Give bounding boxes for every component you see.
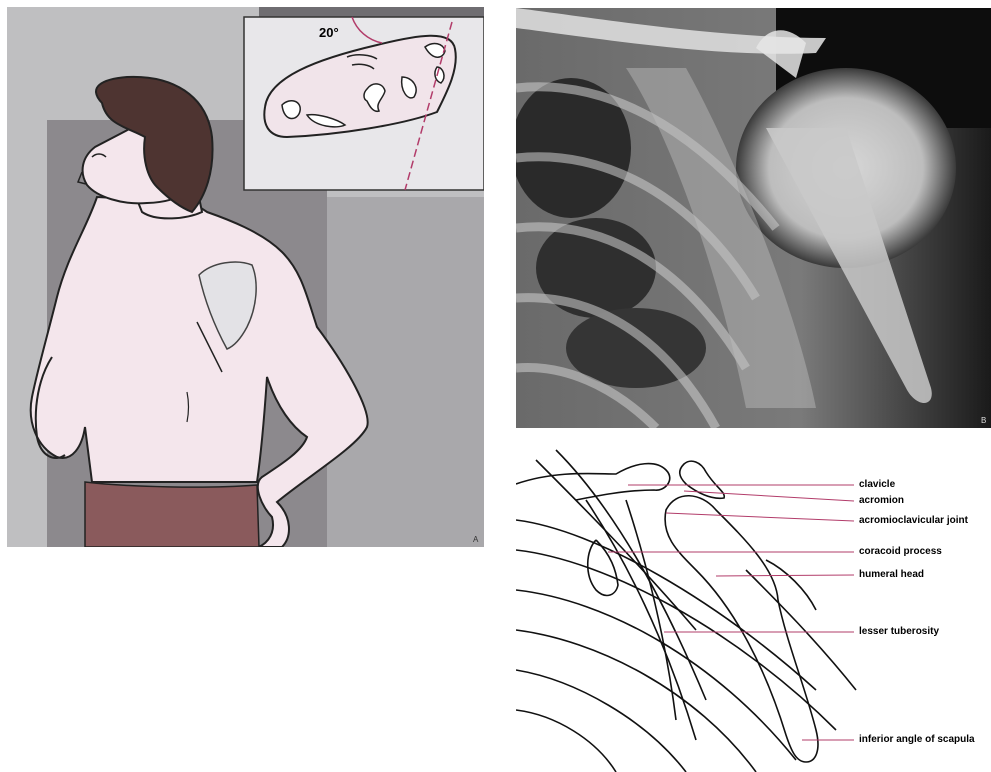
patient-positioning-illustration: 20° A	[7, 7, 484, 547]
angle-label: 20°	[319, 25, 339, 40]
label-ac-joint: acromioclavicular joint	[859, 515, 968, 526]
label-acromion: acromion	[859, 495, 904, 506]
shorts	[85, 482, 259, 547]
radiograph-image	[516, 8, 991, 428]
shoulder-radiograph: B	[516, 8, 991, 428]
label-clavicle: clavicle	[859, 479, 895, 490]
tracing-drawing	[516, 440, 991, 772]
panel-b-letter: B	[981, 416, 986, 425]
label-coracoid: coracoid process	[859, 546, 942, 557]
positioning-drawing	[7, 7, 484, 547]
labelled-anatomy-tracing: clavicle acromion acromioclavicular join…	[516, 440, 991, 772]
label-inferior-angle: inferior angle of scapula	[859, 734, 975, 745]
label-lesser-tuberosity: lesser tuberosity	[859, 626, 939, 637]
label-humeral-head: humeral head	[859, 569, 924, 580]
panel-a-letter: A	[473, 535, 478, 544]
